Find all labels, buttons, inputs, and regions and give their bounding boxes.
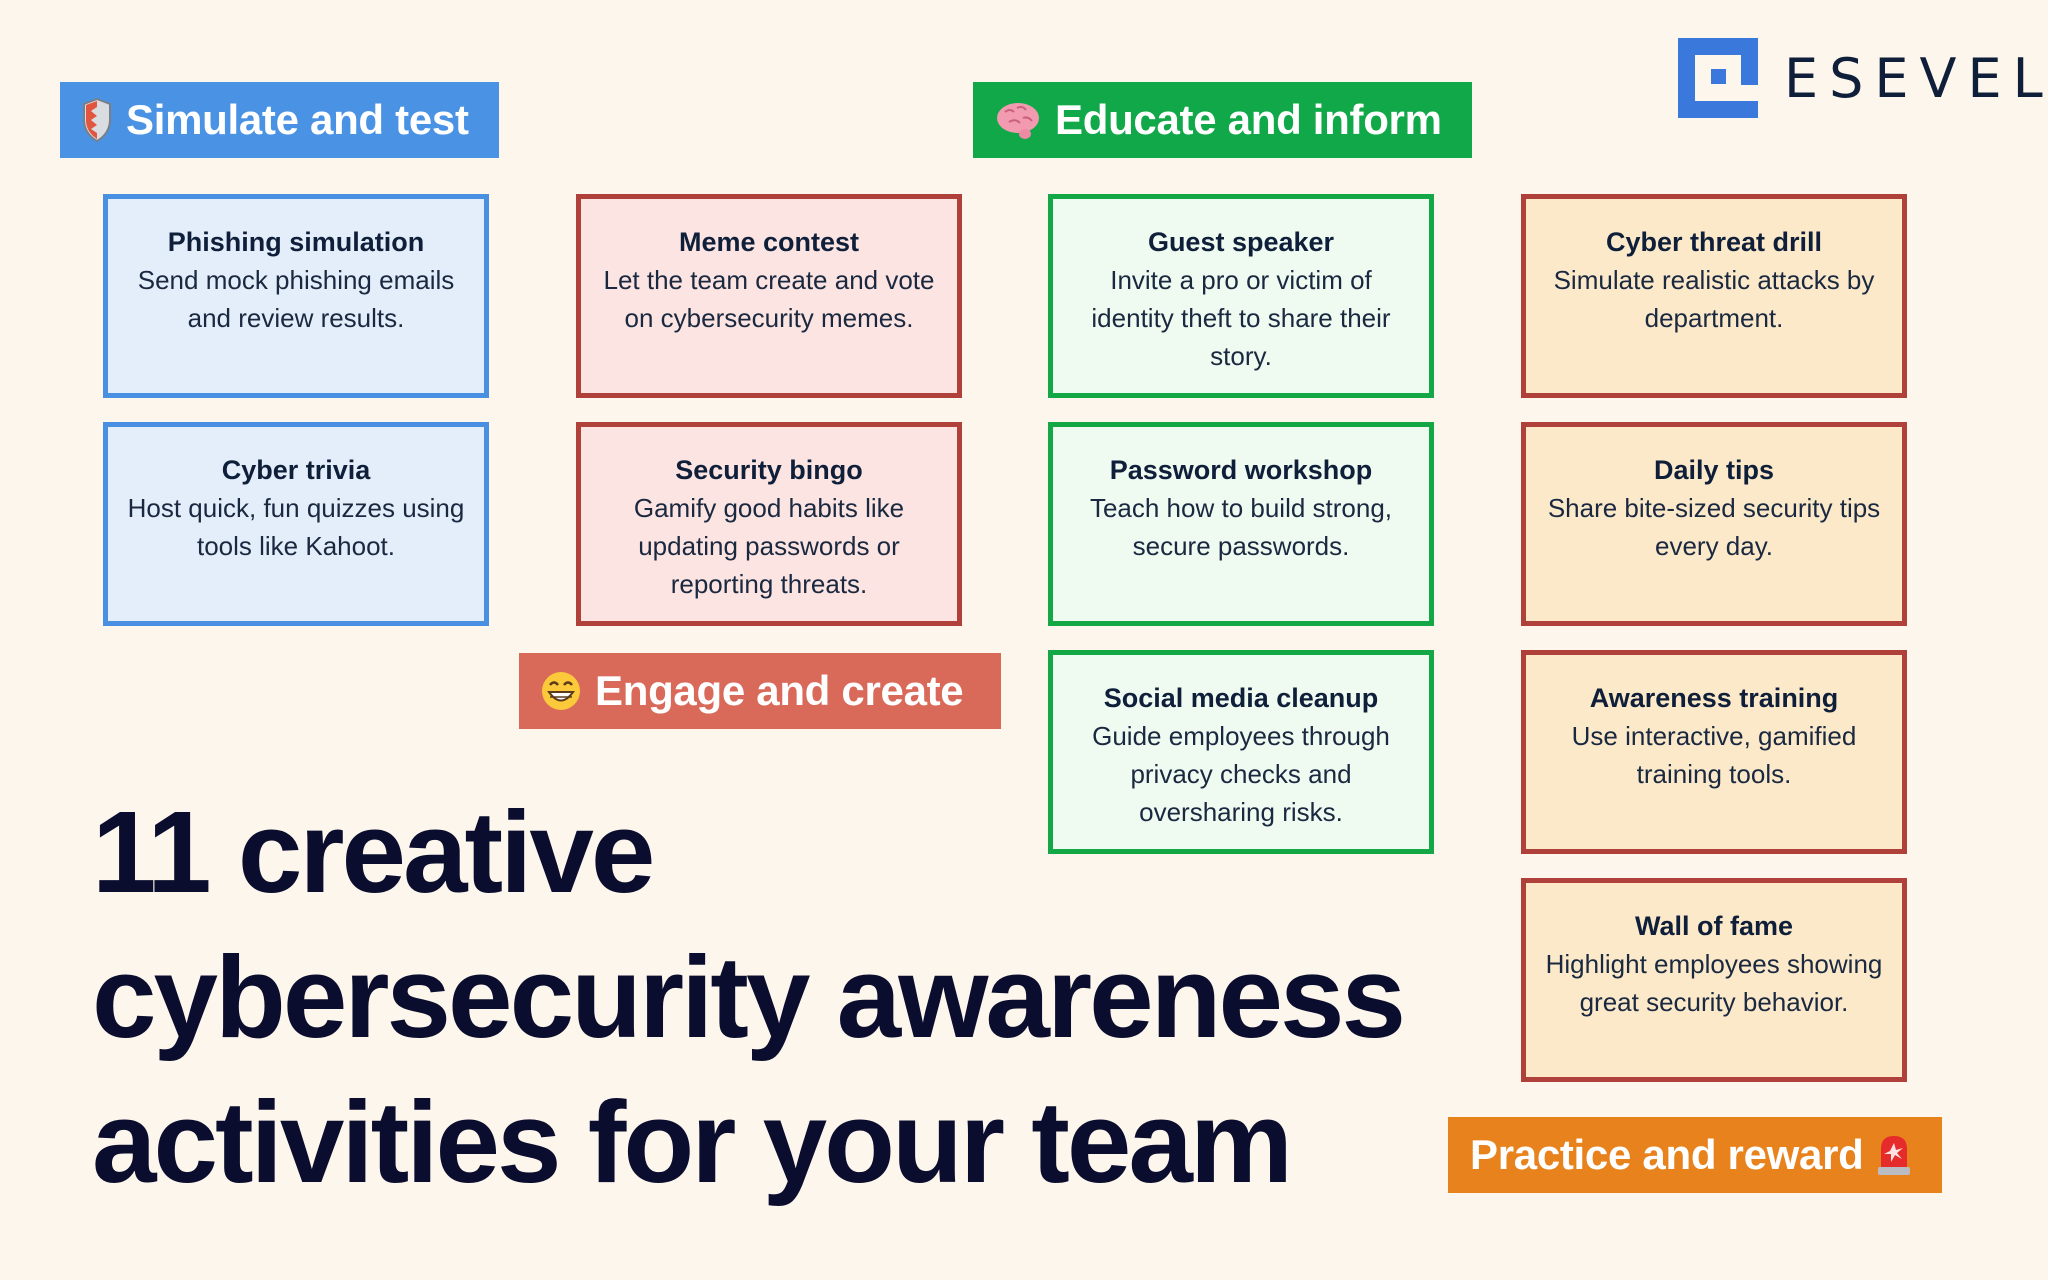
activity-description: Simulate realistic attacks by department… bbox=[1553, 265, 1875, 333]
activity-description: Teach how to build strong, secure passwo… bbox=[1089, 493, 1393, 561]
rotating-light-icon bbox=[1876, 1133, 1912, 1177]
activity-description: Send mock phishing emails and review res… bbox=[137, 265, 455, 333]
headline-line-1: 11 creative bbox=[92, 787, 655, 917]
activity-card-cyber-trivia: Cyber trivia Host quick, fun quizzes usi… bbox=[103, 422, 489, 626]
category-label: Simulate and test bbox=[126, 96, 469, 143]
headline-line-2: cybersecurity awareness bbox=[92, 932, 1406, 1062]
activity-card-social-media-cleanup: Social media cleanup Guide employees thr… bbox=[1048, 650, 1434, 854]
esevel-logo-icon bbox=[1678, 38, 1758, 118]
shield-icon bbox=[82, 98, 112, 142]
category-label: Engage and create bbox=[595, 667, 964, 714]
grinning-face-icon bbox=[541, 671, 581, 711]
activity-description: Share bite-sized security tips every day… bbox=[1547, 493, 1881, 561]
activity-card-security-bingo: Security bingo Gamify good habits like u… bbox=[576, 422, 962, 626]
activity-title: Security bingo bbox=[675, 455, 863, 485]
activity-description: Gamify good habits like updating passwor… bbox=[633, 493, 905, 599]
category-banner-engage: Engage and create bbox=[519, 653, 1001, 729]
category-banner-educate: Educate and inform bbox=[973, 82, 1472, 158]
activity-title: Social media cleanup bbox=[1103, 683, 1379, 713]
brand-name: ESEVEL bbox=[1784, 46, 2048, 110]
activity-title: Meme contest bbox=[678, 227, 860, 257]
activity-title: Phishing simulation bbox=[167, 227, 425, 257]
activity-description: Invite a pro or victim of identity theft… bbox=[1091, 265, 1391, 371]
activity-title: Cyber trivia bbox=[221, 455, 371, 485]
activity-card-daily-tips: Daily tips Share bite-sized security tip… bbox=[1521, 422, 1907, 626]
activity-description: Let the team create and vote on cybersec… bbox=[603, 265, 935, 333]
esevel-logo: ESEVEL bbox=[1678, 38, 2048, 118]
activity-card-wall-of-fame: Wall of fame Highlight employees showing… bbox=[1521, 878, 1907, 1082]
activity-title: Cyber threat drill bbox=[1605, 227, 1823, 257]
activity-description: Guide employees through privacy checks a… bbox=[1092, 721, 1390, 827]
activity-description: Use interactive, gamified training tools… bbox=[1571, 721, 1857, 789]
activity-title: Guest speaker bbox=[1147, 227, 1335, 257]
category-label: Practice and reward bbox=[1470, 1131, 1864, 1178]
brain-icon bbox=[995, 100, 1041, 140]
activity-title: Password workshop bbox=[1109, 455, 1373, 485]
activity-description: Host quick, fun quizzes using tools like… bbox=[127, 493, 465, 561]
category-banner-practice: Practice and reward bbox=[1448, 1117, 1942, 1193]
page-title: 11 creative cybersecurity awareness acti… bbox=[92, 780, 1492, 1215]
activity-title: Wall of fame bbox=[1634, 911, 1794, 941]
activity-card-password-workshop: Password workshop Teach how to build str… bbox=[1048, 422, 1434, 626]
headline-line-3: activities for your team bbox=[92, 1077, 1293, 1207]
activity-title: Daily tips bbox=[1653, 455, 1775, 485]
activity-card-awareness-training: Awareness training Use interactive, gami… bbox=[1521, 650, 1907, 854]
activity-card-phishing-simulation: Phishing simulation Send mock phishing e… bbox=[103, 194, 489, 398]
category-label: Educate and inform bbox=[1055, 96, 1442, 143]
activity-card-meme-contest: Meme contest Let the team create and vot… bbox=[576, 194, 962, 398]
activity-card-guest-speaker: Guest speaker Invite a pro or victim of … bbox=[1048, 194, 1434, 398]
activity-card-cyber-threat-drill: Cyber threat drill Simulate realistic at… bbox=[1521, 194, 1907, 398]
category-banner-simulate: Simulate and test bbox=[60, 82, 499, 158]
activity-description: Highlight employees showing great securi… bbox=[1545, 949, 1883, 1017]
activity-title: Awareness training bbox=[1589, 683, 1839, 713]
